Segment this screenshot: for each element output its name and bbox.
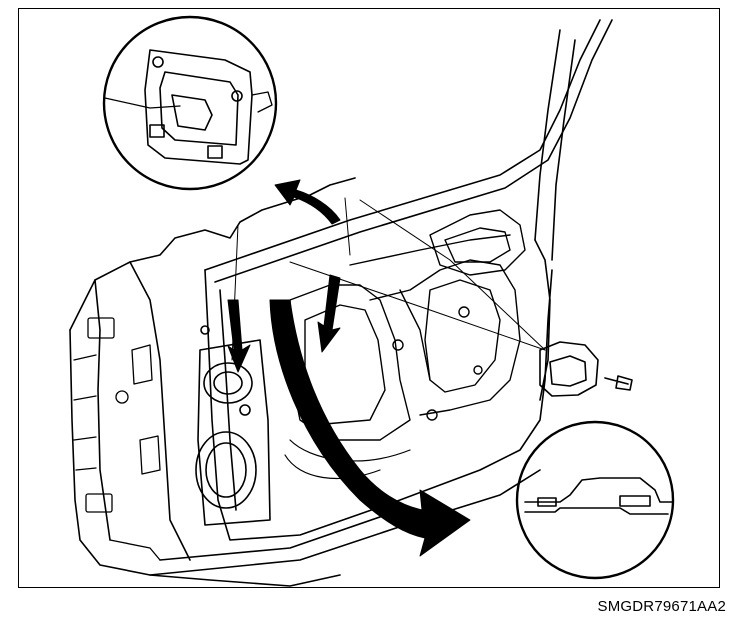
hinge-end-details [73, 317, 161, 561]
pointer-arrow-left [227, 299, 251, 373]
detail-circle-bracket [102, 15, 278, 191]
latch-bracket [539, 341, 633, 397]
callout-arrows [227, 179, 471, 557]
door-shell [69, 19, 613, 587]
speaker-opening [195, 325, 271, 526]
pointer-arrow-center [317, 274, 341, 353]
detail-circle-clip [515, 420, 675, 580]
window-regulator [284, 209, 526, 480]
arrow-to-clip-detail [269, 299, 471, 557]
figure-code: SMGDR79671AA2 [597, 598, 726, 615]
arrow-to-bracket-detail [274, 179, 341, 225]
